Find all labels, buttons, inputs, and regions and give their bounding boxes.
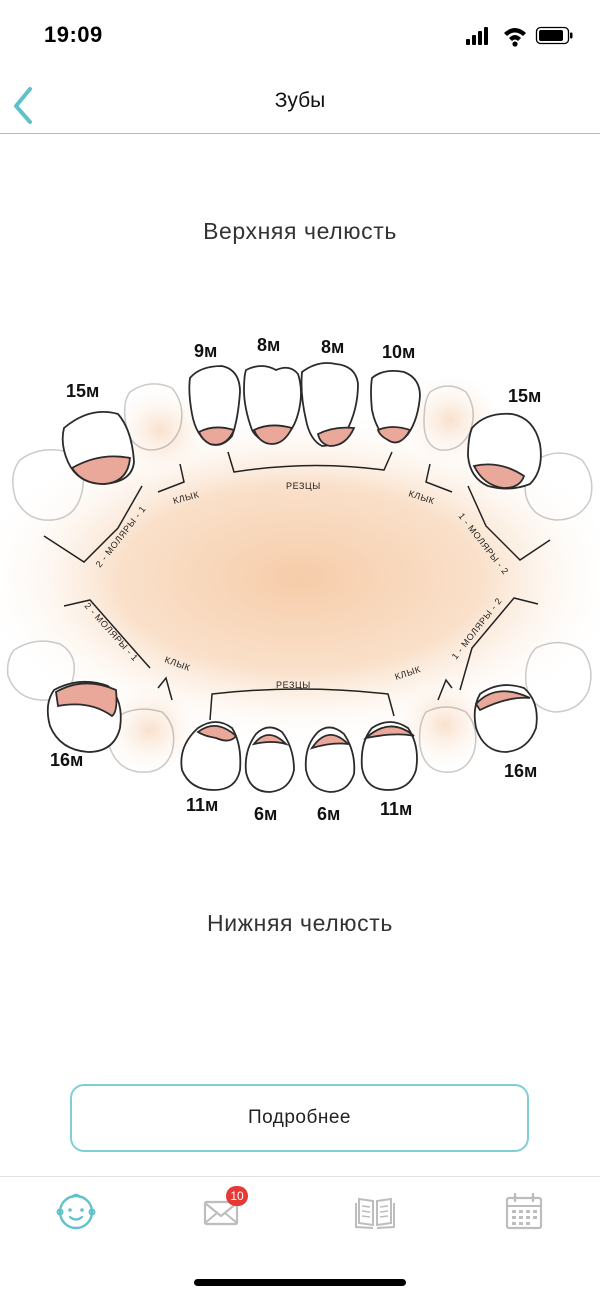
bracket-canine-lower-left [157,676,173,701]
label-lower-incisor-6-left: 6м [254,804,277,824]
lower-tooth-incisor-11-right [360,721,418,791]
faded-tooth [418,706,477,773]
label-lower-molar-right: 16м [504,761,537,781]
calendar-icon [505,1192,543,1230]
label-incisors-lower: РЕЗЦЫ [276,680,311,690]
baby-face-icon [56,1193,96,1230]
label-lower-incisor-11-left: 11м [186,795,218,815]
wifi-icon [504,28,526,47]
label-lower-molar-left: 16м [50,750,83,770]
label-upper-incisor-9: 9м [194,341,217,361]
unread-badge: 10 [226,1186,248,1206]
bracket-incisors-lower [209,688,395,721]
book-icon [355,1197,395,1229]
faded-tooth [423,385,474,451]
mail-icon [203,1200,239,1226]
lower-jaw-title: Нижняя челюсть [207,910,393,936]
nav-bar: Зубы [0,72,600,134]
home-indicator [194,1279,406,1286]
mouth-glow [0,408,600,748]
teeth-diagram: 15м 9м 8м 8м 10м 15м 16м 11м 6м 6м 11м 1… [0,335,600,824]
tab-baby[interactable] [54,1191,98,1231]
status-icons [466,26,573,47]
bracket-canine-lower-right [437,678,453,701]
bracket-molars-upper-right [467,485,551,561]
label-upper-incisor-8-left: 8м [257,335,280,355]
faded-tooth [123,383,183,451]
faded-tooth [524,452,593,521]
status-bar: 19:09 [0,0,600,70]
back-button[interactable] [6,78,50,124]
label-upper-incisor-10: 10м [382,342,415,362]
page-title: Зубы [274,89,326,112]
label-lower-incisor-6-right: 6м [317,804,340,824]
battery-icon [535,26,573,45]
signal-icon [466,27,488,45]
bracket-molars-lower-left [63,599,151,669]
more-details-button[interactable]: Подробнее [70,1084,529,1152]
tab-bar [0,1176,600,1246]
label-upper-incisor-8-right: 8м [321,337,344,357]
upper-tooth-incisor-9 [188,365,241,446]
bracket-molars-lower-right [459,597,539,691]
label-lower-incisor-11-right: 11м [380,799,412,819]
tab-articles[interactable] [353,1191,397,1231]
bracket-incisors-upper [227,451,393,473]
label-incisors-upper: РЕЗЦЫ [286,481,321,491]
chevron-left-icon [14,87,32,124]
upper-jaw-title: Верхняя челюсть [203,218,397,244]
tab-messages[interactable] [200,1191,244,1231]
faded-tooth [524,641,592,713]
label-upper-molar-left: 15м [66,381,99,401]
bracket-canine-upper-left [157,463,185,493]
tab-calendar[interactable] [502,1191,546,1231]
label-upper-molar-right: 15м [508,386,541,406]
bracket-molars-upper-left [43,485,143,563]
bracket-canine-upper-right [425,463,453,493]
status-time: 19:09 [44,22,103,47]
